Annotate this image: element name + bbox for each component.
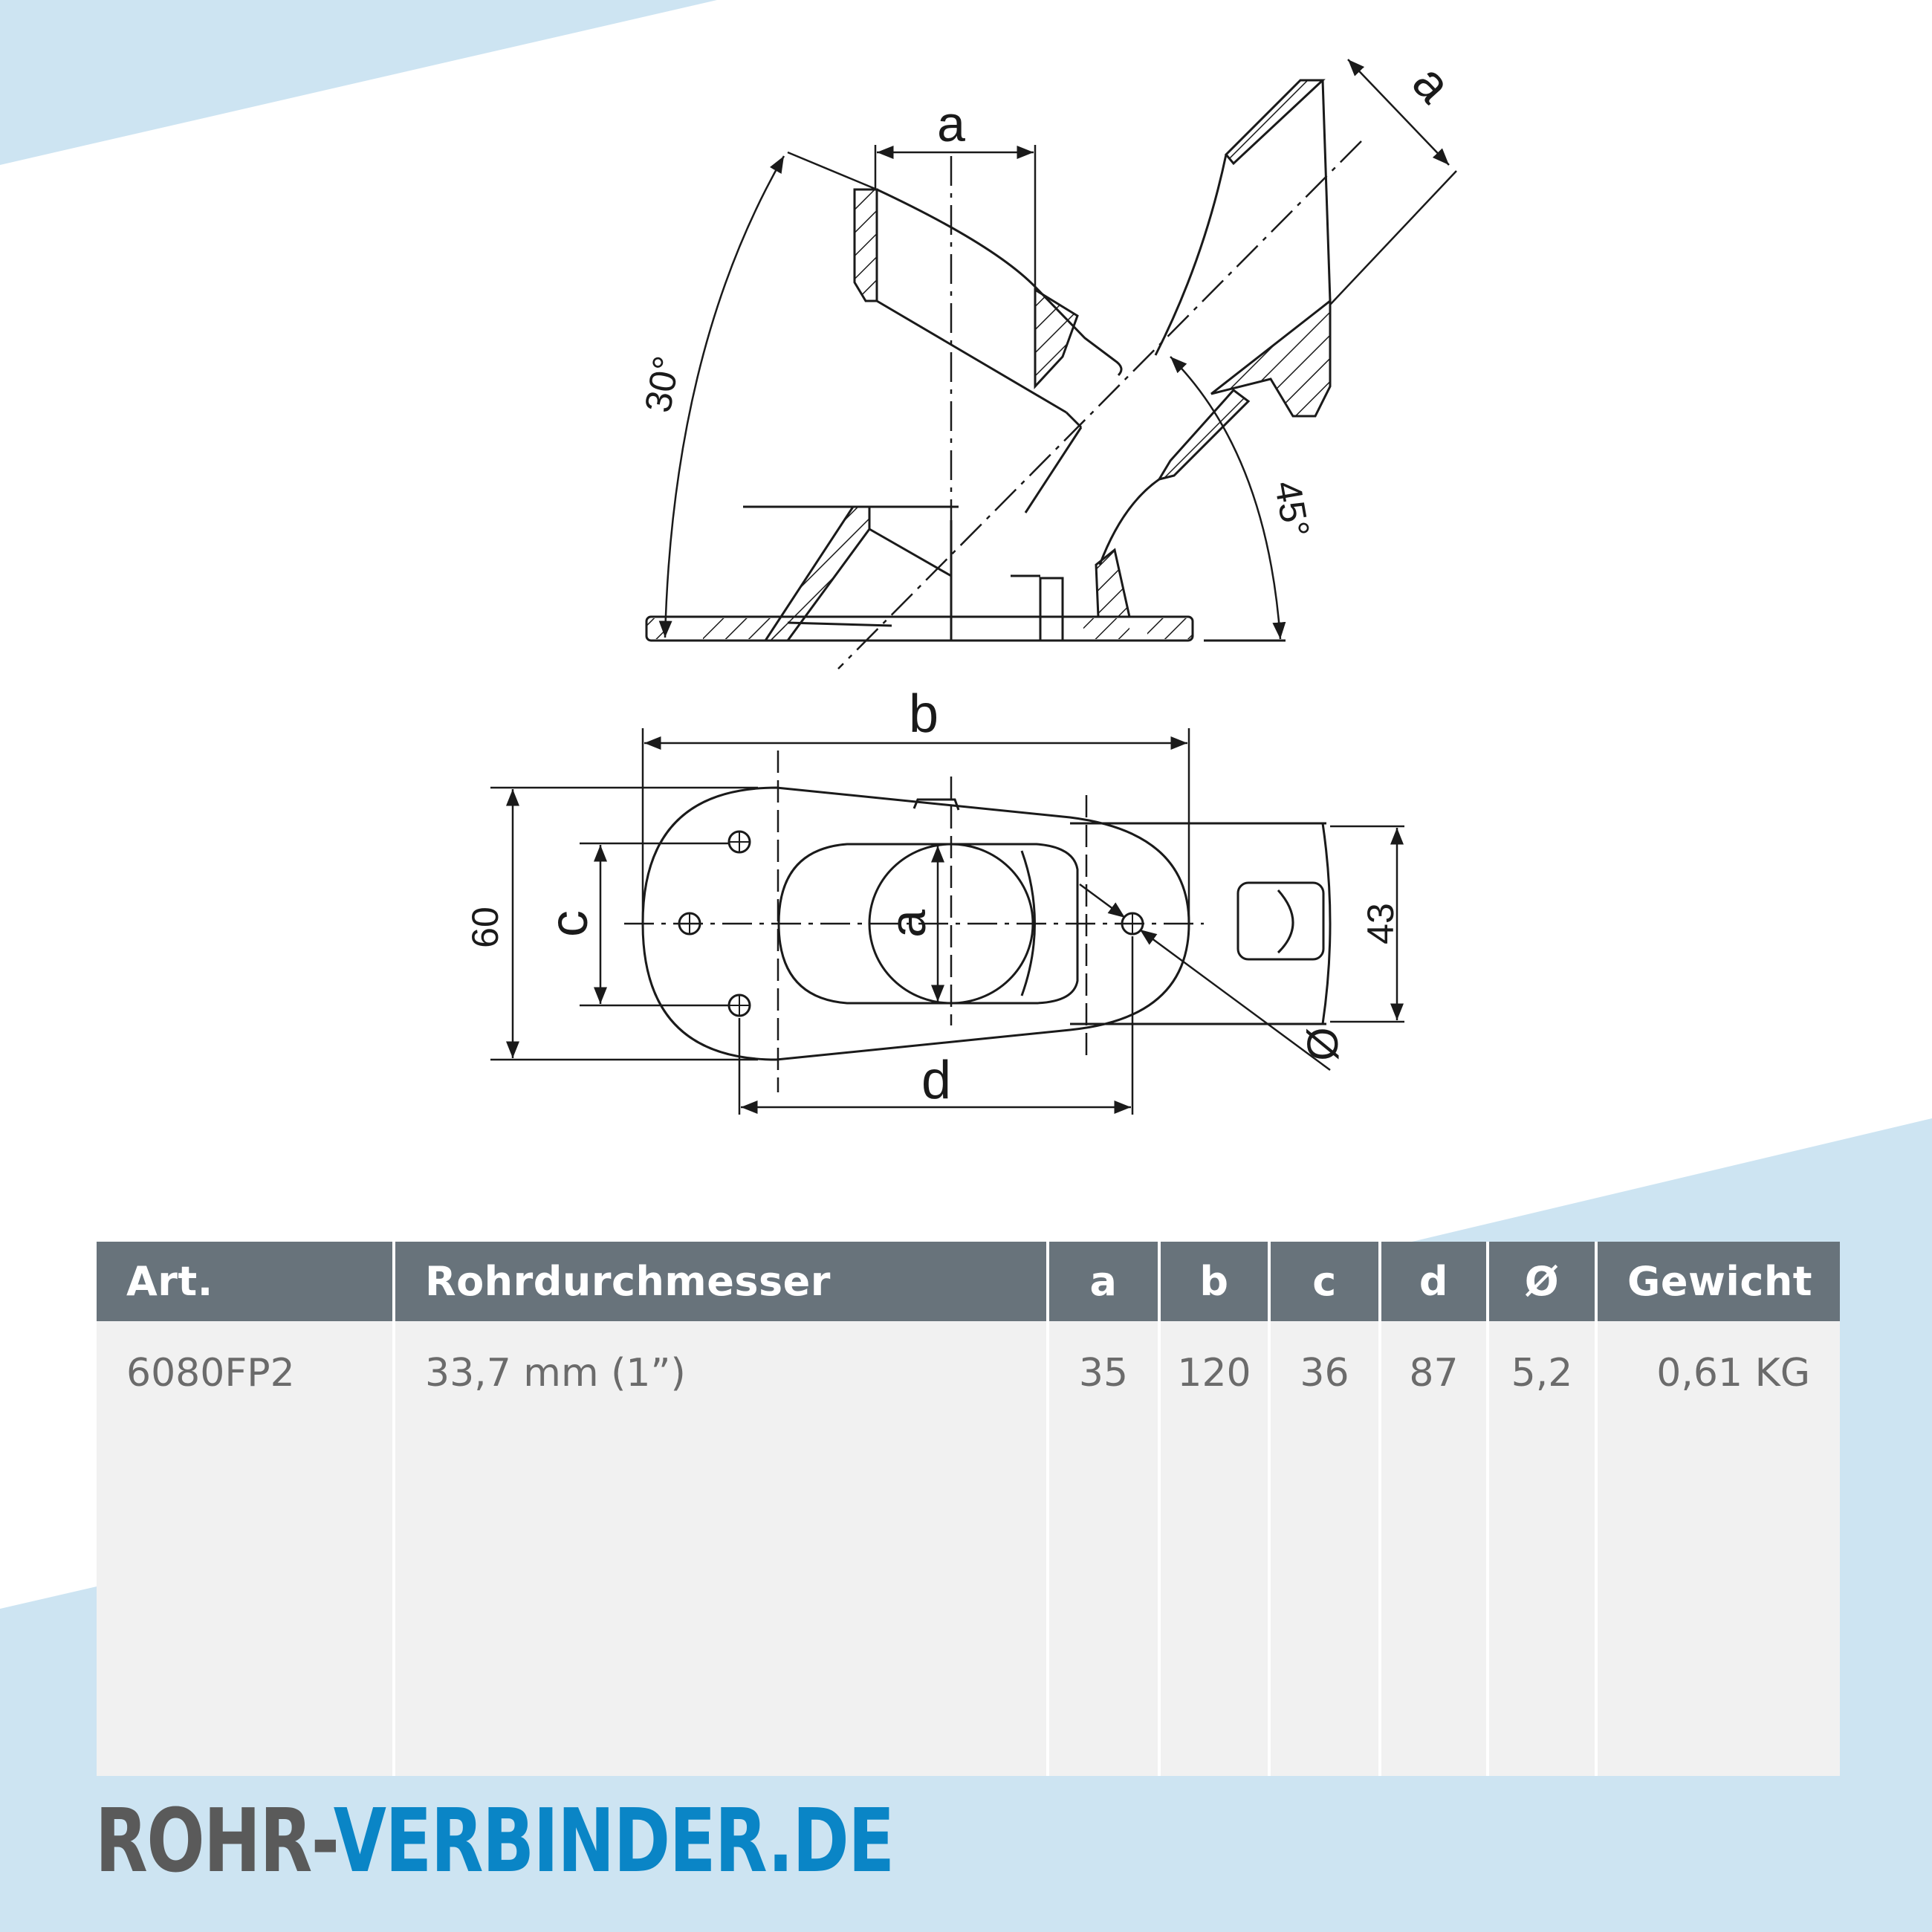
dim-a-top-label: a bbox=[937, 96, 965, 152]
header-a: a bbox=[1048, 1242, 1161, 1321]
angle-45-label: 45° bbox=[1267, 478, 1317, 540]
cell-diameter: 5,2 bbox=[1488, 1321, 1598, 1776]
cell-art: 6080FP2 bbox=[97, 1321, 395, 1776]
spec-table: Art. Rohrdurchmesser a b c d Ø Gewicht 6… bbox=[97, 1242, 1840, 1776]
cell-gewicht: 0,61 KG bbox=[1596, 1321, 1840, 1776]
dim-d-label: d bbox=[921, 1051, 951, 1110]
header-gewicht: Gewicht bbox=[1596, 1242, 1840, 1321]
header-art: Art. bbox=[97, 1242, 395, 1321]
dim-a-inside-label: a bbox=[880, 910, 936, 938]
table-header-row: Art. Rohrdurchmesser a b c d Ø Gewicht bbox=[97, 1242, 1840, 1321]
dim-b-label: b bbox=[909, 684, 939, 744]
cell-rohrdurchmesser: 33,7 mm (1”) bbox=[394, 1321, 1049, 1776]
logo-part-rohr: ROHR- bbox=[95, 1789, 334, 1892]
cell-d: 87 bbox=[1380, 1321, 1489, 1776]
brand-logo: ROHR-VERBINDER.DE bbox=[95, 1797, 895, 1884]
technical-drawing: a a 30° 45° bbox=[464, 54, 1462, 1115]
cell-a: 35 bbox=[1048, 1321, 1161, 1776]
dim-c-label: c bbox=[539, 910, 599, 937]
header-rohrdurchmesser: Rohrdurchmesser bbox=[394, 1242, 1049, 1321]
angle-30-label: 30° bbox=[637, 353, 687, 415]
top-view bbox=[490, 728, 1404, 1115]
dim-diameter-label: Ø bbox=[1299, 1027, 1347, 1060]
dim-a-tilted-label: a bbox=[1401, 54, 1462, 113]
header-d: d bbox=[1380, 1242, 1489, 1321]
header-diameter: Ø bbox=[1488, 1242, 1598, 1321]
header-c: c bbox=[1269, 1242, 1381, 1321]
logo-part-verbinder: VERBINDER.DE bbox=[333, 1789, 895, 1892]
top-left-blue-wedge bbox=[0, 0, 717, 165]
side-view bbox=[645, 59, 1457, 670]
header-b: b bbox=[1159, 1242, 1271, 1321]
dim-60-label: 60 bbox=[464, 907, 506, 948]
table-row: 6080FP2 33,7 mm (1”) 35 120 36 87 5,2 0,… bbox=[97, 1321, 1840, 1776]
dim-43-label: 43 bbox=[1360, 903, 1401, 944]
cell-b: 120 bbox=[1159, 1321, 1271, 1776]
cell-c: 36 bbox=[1269, 1321, 1381, 1776]
